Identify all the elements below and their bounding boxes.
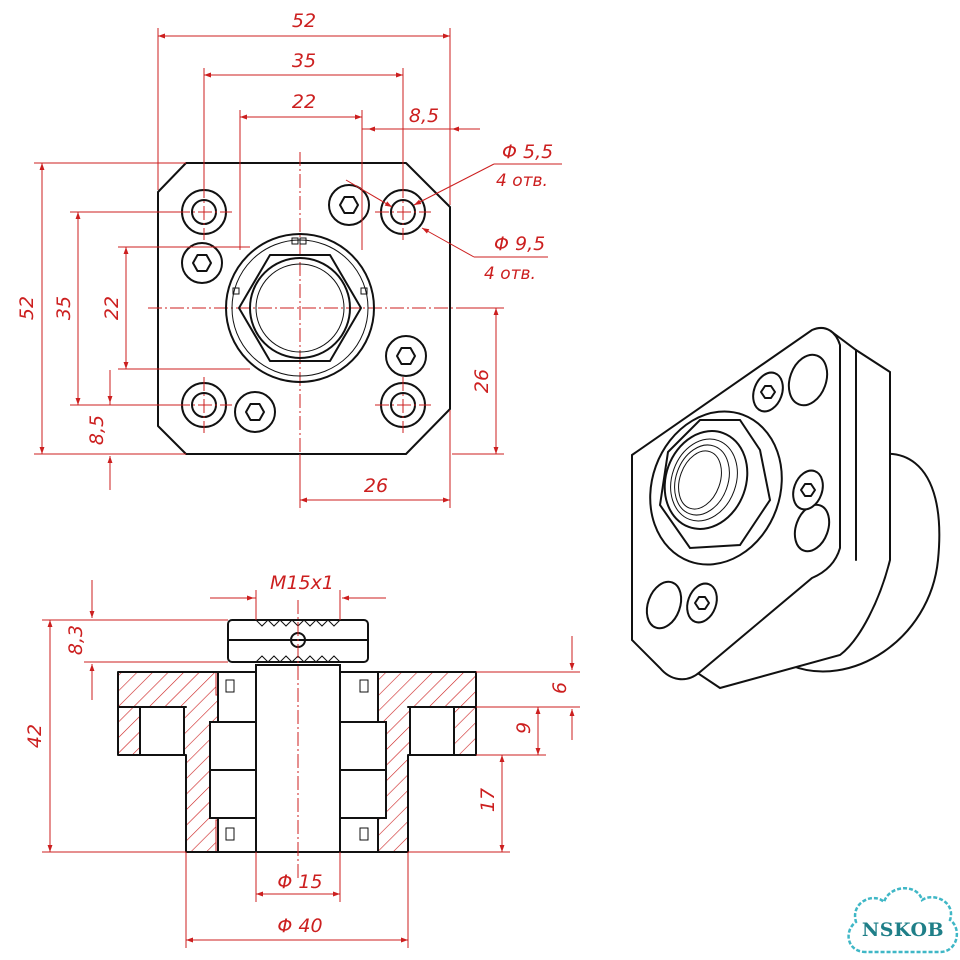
dim-center-to-edge-horizontal: 26 [364,475,388,497]
dim-nut-height: 8,3 [65,625,87,655]
callout-counterbore-count: 4 отв. [484,264,536,284]
section-view-dimensions: M15x1 8,3 42 6 9 17 [24,572,580,948]
lock-nut [225,233,375,383]
section-view: M15x1 8,3 42 6 9 17 [24,572,580,948]
dim-spigot-diameter: Φ 40 [277,915,322,937]
dim-center-to-edge-vertical: 26 [471,369,493,393]
dim-hole-pitch-width: 35 [292,50,316,72]
section-bearings [209,671,387,853]
brand-text: NSKOB [862,919,944,941]
iso-spigot [789,452,941,673]
flange-outline [157,162,451,455]
dim-hole-pitch-height: 35 [53,296,75,320]
callout-counterbore-diameter: Φ 9,5 [494,233,545,255]
socket-screw [385,335,427,377]
socket-screw [234,391,276,433]
cloud-badge [847,887,959,954]
dim-pilot-height: 22 [101,296,123,320]
socket-screw [328,184,370,226]
dim-overall-height: 52 [16,296,38,320]
socket-screws [181,184,427,433]
dim-thread: M15x1 [270,572,334,594]
iso-lock-nut [649,410,783,566]
dim-edge-offset-top: 8,5 [409,105,439,127]
dim-overall-width: 52 [292,10,316,32]
isometric-view [631,326,941,690]
iso-screws [686,371,824,624]
hole-centerlines [176,184,431,433]
dim-counterbore-depth: 9 [513,722,535,734]
top-view-dimensions: 52 35 22 8,5 52 35 [16,10,562,508]
dim-overall-height-section: 42 [24,724,46,748]
dim-bore-diameter: Φ 15 [277,871,322,893]
dim-spigot-height: 17 [477,788,499,812]
brand-logo: NSKOB [847,887,959,954]
dim-pilot-width: 22 [292,91,316,113]
dim-flange-thickness: 6 [549,682,571,694]
dim-edge-offset-left: 8,5 [86,415,108,445]
callout-small-hole-count: 4 отв. [496,171,548,191]
top-view: 52 35 22 8,5 52 35 [16,10,562,508]
callout-small-hole-diameter: Φ 5,5 [502,141,553,163]
socket-screw [181,242,223,284]
